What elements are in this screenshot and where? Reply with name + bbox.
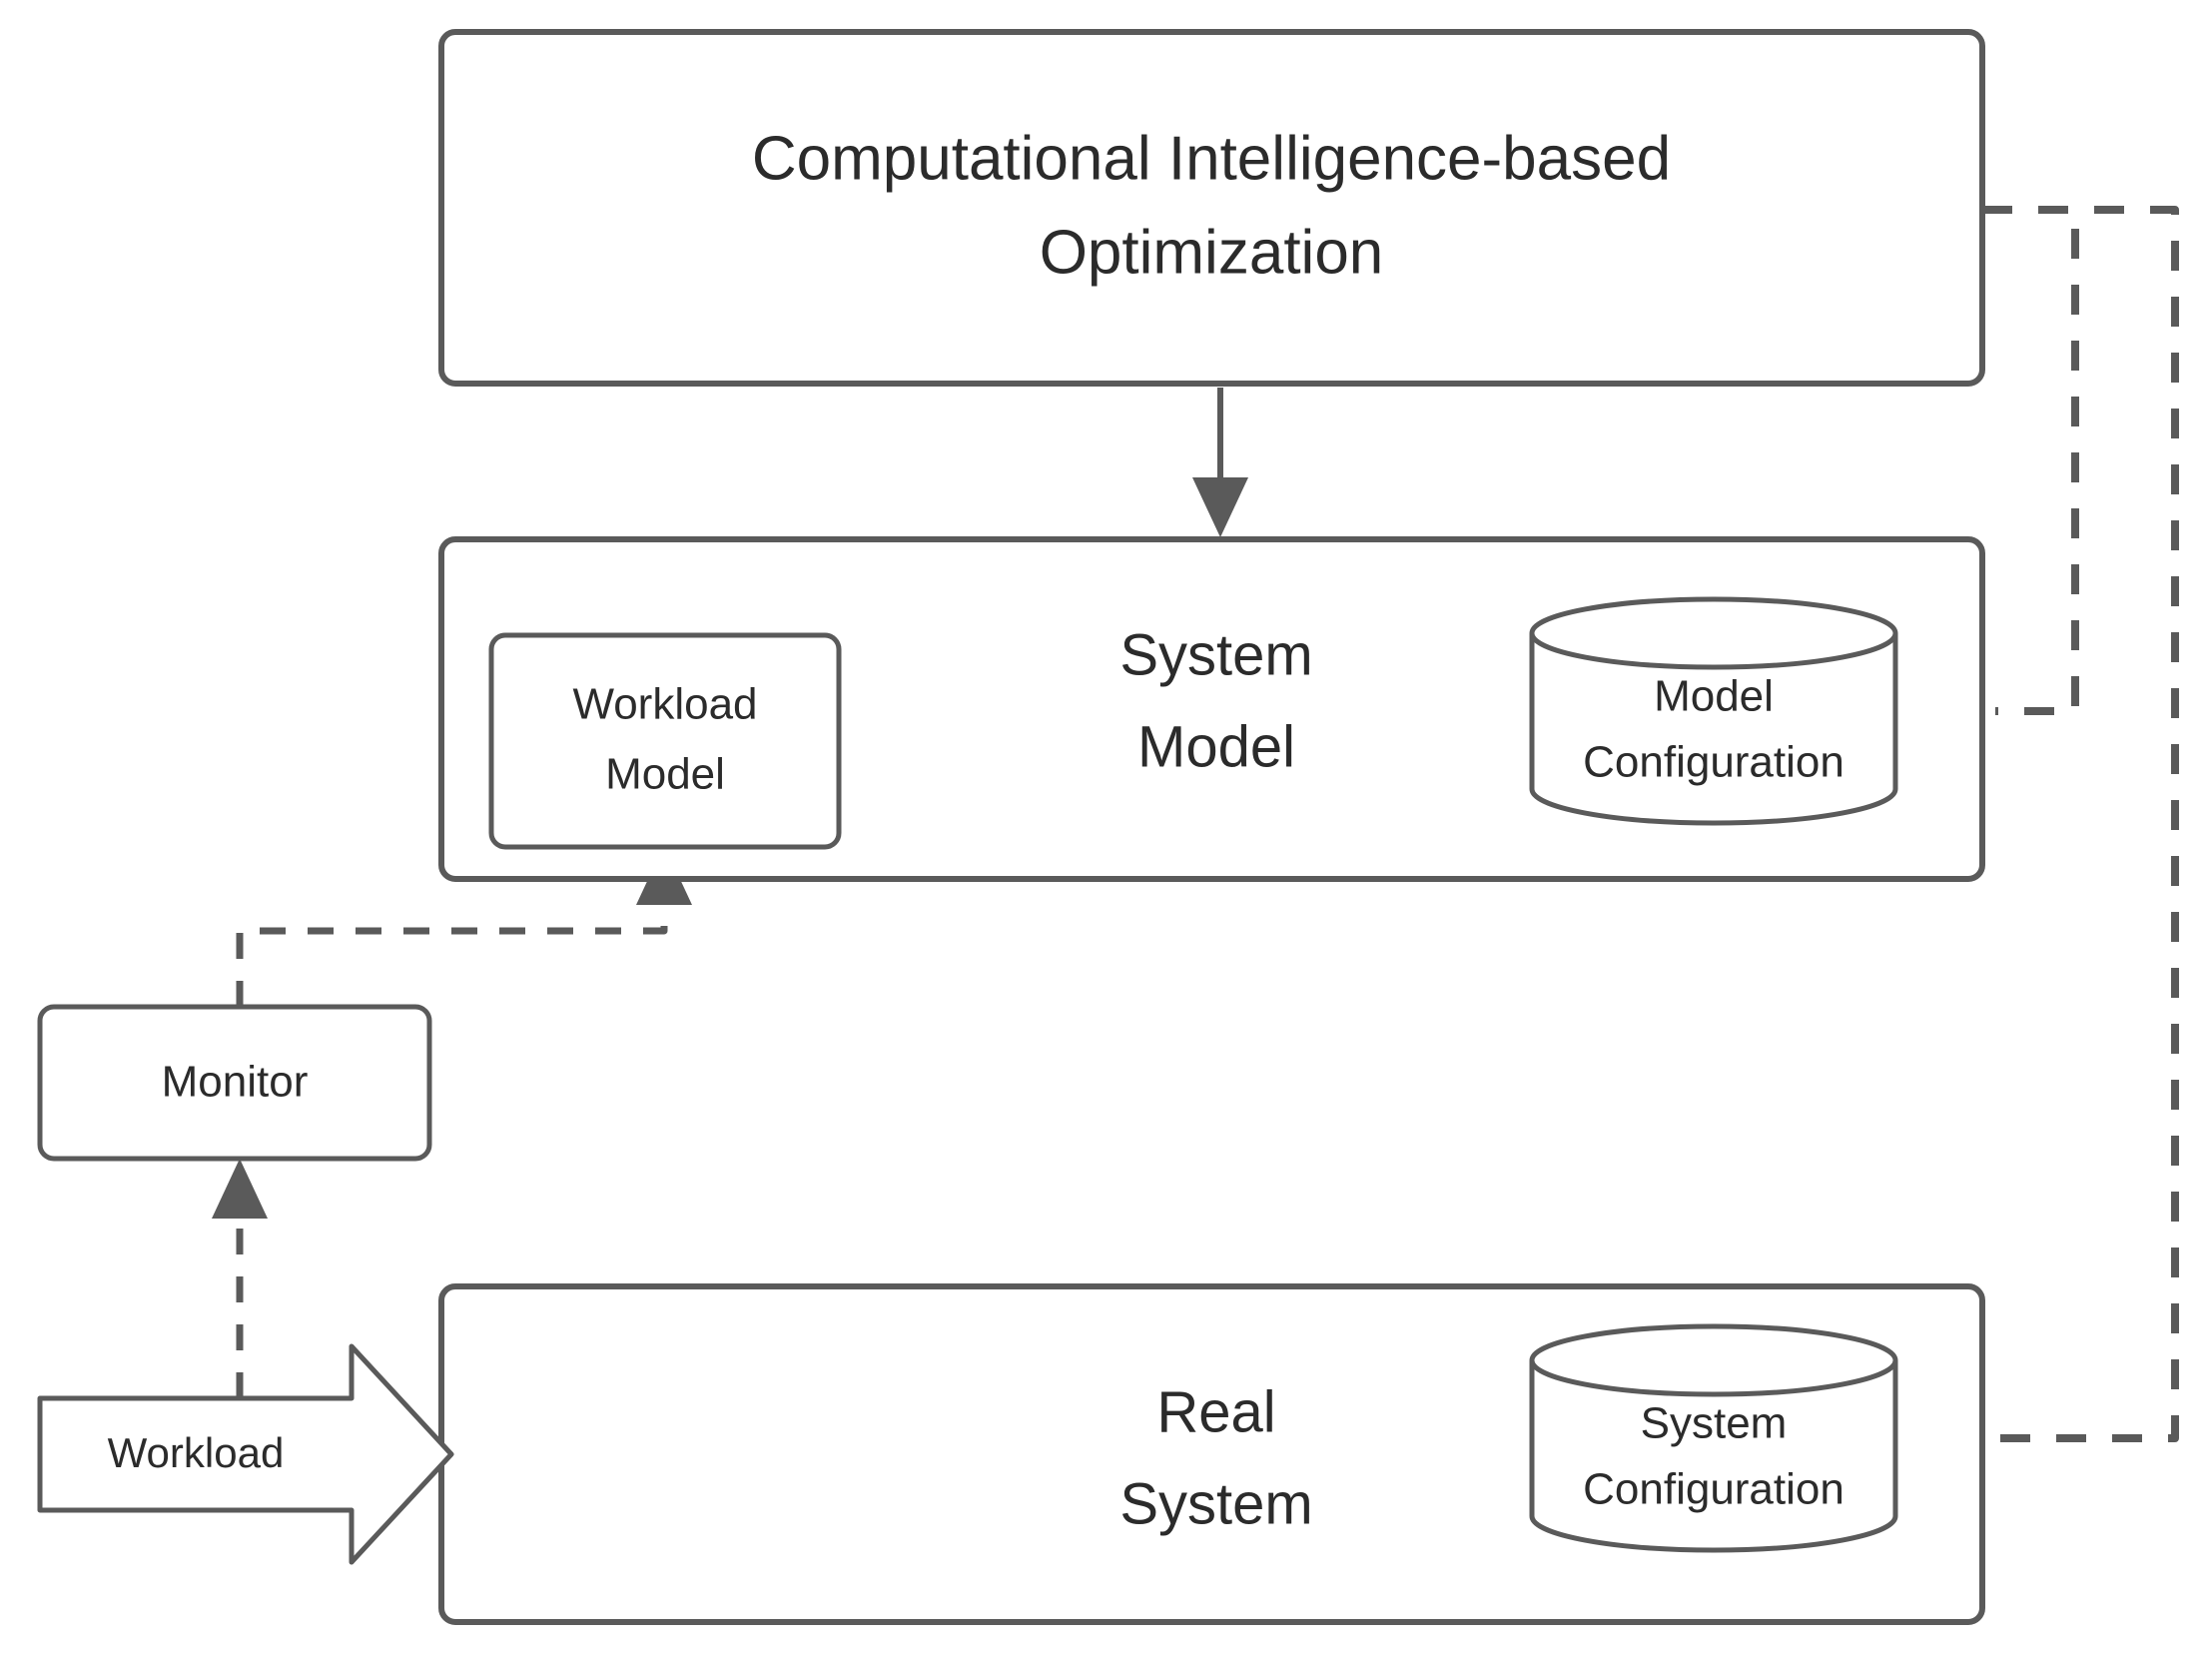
edge-optimizer-to-system-configuration — [1982, 206, 2179, 1442]
optimizer-label-line1: Computational Intelligence-based — [752, 124, 1671, 193]
model-configuration-cylinder-top — [1529, 632, 1898, 670]
workload-label: Workload — [108, 1429, 285, 1476]
node-monitor[interactable]: Monitor — [37, 1004, 432, 1162]
edge-monitor-to-workload-model — [236, 894, 668, 1007]
workload-model-label-line2: Model — [605, 750, 725, 799]
arrowhead-monitor — [212, 1159, 268, 1219]
system-model-label-line1: System — [1119, 622, 1312, 687]
optimizer-box[interactable] — [438, 29, 1985, 387]
system-configuration-label-line2: Configuration — [1583, 1465, 1844, 1514]
workload-arrow-shape[interactable] — [37, 1343, 454, 1565]
node-system-configuration[interactable]: System Configuration — [1529, 1323, 1898, 1553]
node-optimizer[interactable]: Computational Intelligence-based Optimiz… — [438, 29, 1985, 387]
node-model-configuration[interactable]: Model Configuration — [1529, 596, 1898, 826]
node-workload-model[interactable]: Workload Model — [488, 632, 842, 850]
real-system-label-line2: System — [1119, 1471, 1312, 1536]
system-model-label-line2: Model — [1137, 714, 1295, 779]
node-workload[interactable]: Workload — [37, 1343, 454, 1565]
optimizer-label-line2: Optimization — [1040, 218, 1384, 287]
workload-model-box[interactable] — [488, 632, 842, 850]
monitor-box[interactable] — [37, 1004, 432, 1162]
monitor-label: Monitor — [162, 1058, 309, 1107]
arrowhead-system-model — [1192, 477, 1248, 537]
system-configuration-cylinder-top — [1529, 1359, 1898, 1397]
edge-optimizer-to-model-configuration — [1982, 206, 2079, 715]
model-configuration-label-line2: Configuration — [1583, 738, 1844, 787]
real-system-label-line1: Real — [1156, 1379, 1275, 1444]
workload-model-label-line1: Workload — [572, 680, 757, 729]
model-configuration-label-line1: Model — [1654, 672, 1774, 721]
system-configuration-label-line1: System — [1641, 1399, 1788, 1448]
